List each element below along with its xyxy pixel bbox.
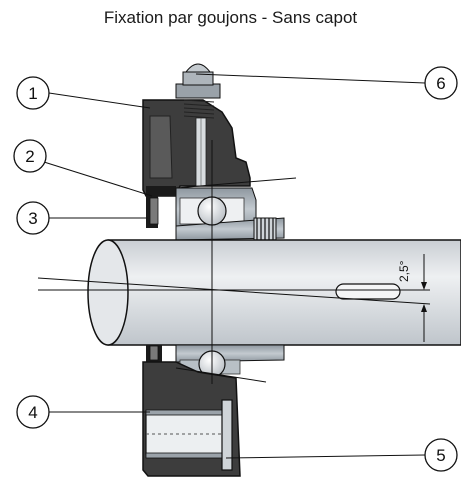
callout-leaders — [43, 73, 426, 459]
callout-3: 3 — [16, 201, 50, 235]
upper-set-screw — [253, 217, 277, 241]
lower-seal — [146, 345, 162, 362]
lower-housing — [142, 361, 241, 477]
angle-arrows — [421, 282, 427, 312]
diagram-title: Fixation par goujons - Sans capot — [103, 8, 358, 27]
callout-1-label: 1 — [28, 84, 37, 103]
misalignment-lines — [37, 140, 431, 384]
stud-nut — [221, 399, 233, 471]
callout-4-label: 4 — [28, 403, 37, 422]
callout-4: 4 — [16, 395, 50, 429]
callout-2-label: 2 — [25, 147, 34, 166]
callout-5-label: 5 — [436, 446, 445, 465]
callout-2: 2 — [13, 139, 47, 173]
keyway-slot — [335, 283, 401, 300]
callout-5: 5 — [424, 438, 458, 472]
shaft — [87, 239, 461, 346]
upper-housing — [142, 99, 251, 197]
callout-1: 1 — [16, 76, 50, 110]
callout-6: 6 — [424, 66, 458, 100]
grease-nipple — [175, 63, 221, 119]
upper-seal — [146, 186, 176, 228]
callout-3-label: 3 — [28, 209, 37, 228]
callout-6-label: 6 — [436, 74, 445, 93]
angle-label: 2,5° — [397, 260, 411, 282]
